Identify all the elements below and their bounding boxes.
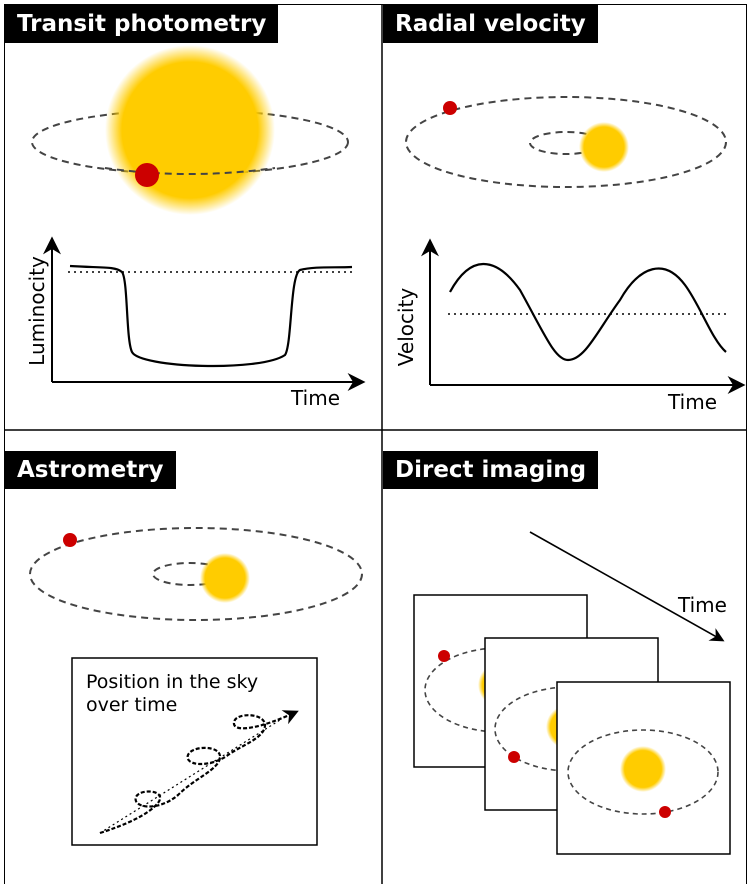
transit-star <box>105 45 275 215</box>
imaging-time-label: Time <box>677 593 727 617</box>
rv-planet-orbit <box>405 96 727 188</box>
astro-mean-path <box>99 719 281 834</box>
radial-panel: Velocity Time <box>394 96 746 414</box>
astro-wobble-path <box>99 710 299 835</box>
rv-xlabel: Time <box>667 390 717 414</box>
astro-inset-line1: Position in the sky <box>86 671 258 693</box>
transit-panel: Luminocity Time <box>25 45 366 410</box>
radial-title: Radial velocity <box>383 5 598 43</box>
astro-planet-orbit <box>29 527 363 621</box>
transit-ylabel: Luminocity <box>25 256 49 366</box>
imaging-panel: Time <box>413 531 731 855</box>
transit-orbit-front <box>104 167 276 175</box>
rv-star <box>579 122 629 172</box>
rv-velocity-curve <box>449 263 727 362</box>
rv-ylabel: Velocity <box>394 288 418 367</box>
imaging-planet-2 <box>508 751 520 763</box>
imaging-frame-3 <box>556 681 731 855</box>
rv-planet <box>443 101 457 115</box>
transit-xlabel: Time <box>290 386 340 410</box>
astro-planet <box>63 533 77 547</box>
astro-inset-box <box>71 657 318 846</box>
astrometry-panel: Position in the sky over time <box>29 527 363 846</box>
astro-star <box>200 553 250 603</box>
imaging-title: Direct imaging <box>383 451 599 489</box>
transit-title: Transit photometry <box>5 5 279 43</box>
imaging-planet-3 <box>659 806 671 818</box>
transit-planet <box>135 163 159 187</box>
astrometry-title: Astrometry <box>5 451 176 489</box>
figure-frame <box>4 4 747 884</box>
imaging-star-3 <box>620 746 666 792</box>
imaging-time-arrow <box>529 531 725 642</box>
imaging-planet-1 <box>438 650 450 662</box>
transit-light-curve <box>69 264 353 368</box>
astro-inset-line2: over time <box>86 694 177 716</box>
